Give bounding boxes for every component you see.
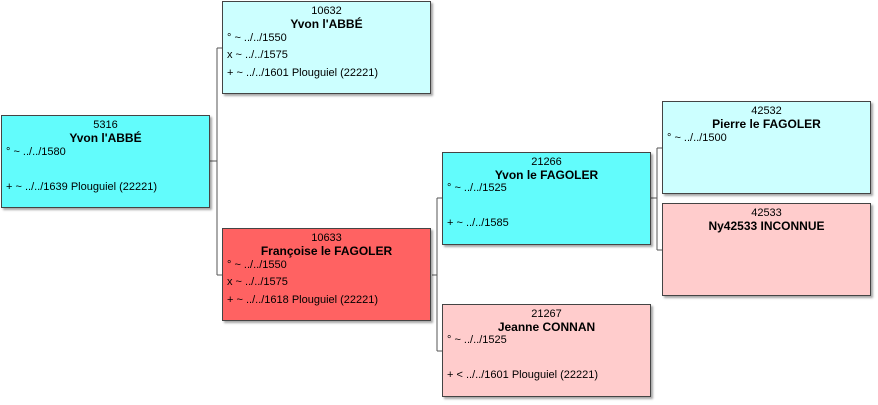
person-id: 42532 — [751, 105, 782, 117]
person-id: 21267 — [531, 308, 562, 320]
person-name: Yvon le FAGOLER — [494, 168, 599, 182]
person-card-42533[interactable]: 42533 Ny42533 INCONNUE — [662, 203, 871, 296]
person-name: Françoise le FAGOLER — [260, 244, 393, 258]
person-id: 10633 — [311, 232, 342, 244]
person-name: Yvon l'ABBÉ — [69, 131, 142, 145]
birth-event: ° ~ ../../1525 — [447, 334, 507, 346]
person-name: Yvon l'ABBÉ — [290, 17, 363, 31]
person-name: Jeanne CONNAN — [497, 320, 596, 334]
person-name: Pierre le FAGOLER — [712, 117, 821, 131]
person-id: 10632 — [311, 5, 342, 17]
death-event: + ~ ../../1618 Plouguiel (22221) — [227, 294, 379, 306]
person-card-21267[interactable]: 21267 Jeanne CONNAN ° ~ ../../1525 + < .… — [442, 304, 651, 397]
birth-event: ° ~ ../../1550 — [227, 32, 287, 44]
birth-event: ° ~ ../../1525 — [447, 182, 507, 194]
person-card-42532[interactable]: 42532 Pierre le FAGOLER ° ~ ../../1500 — [662, 101, 871, 194]
person-id: 21266 — [531, 156, 562, 168]
birth-event: ° ~ ../../1580 — [6, 146, 66, 158]
person-id: 5316 — [93, 119, 118, 131]
person-card-21266[interactable]: 21266 Yvon le FAGOLER ° ~ ../../1525 + ~… — [442, 152, 651, 245]
person-card-10632[interactable]: 10632 Yvon l'ABBÉ ° ~ ../../1550 x ~ ../… — [222, 1, 431, 94]
person-id: 42533 — [751, 207, 782, 219]
birth-event: ° ~ ../../1550 — [227, 259, 287, 271]
death-event: + ~ ../../1639 Plouguiel (22221) — [6, 181, 158, 193]
death-event: + < ../../1601 Plouguiel (22221) — [447, 369, 599, 381]
death-event: + ~ ../../1601 Plouguiel (22221) — [227, 67, 379, 79]
birth-event: ° ~ ../../1500 — [667, 132, 727, 144]
marriage-event: x ~ ../../1575 — [227, 276, 288, 288]
person-name: Ny42533 INCONNUE — [708, 219, 825, 233]
person-card-10633[interactable]: 10633 Françoise le FAGOLER ° ~ ../../155… — [222, 228, 431, 321]
death-event: + ~ ../../1585 — [447, 217, 509, 229]
person-card-5316[interactable]: 5316 Yvon l'ABBÉ ° ~ ../../1580 + ~ ../.… — [1, 115, 210, 208]
marriage-event: x ~ ../../1575 — [227, 49, 288, 61]
